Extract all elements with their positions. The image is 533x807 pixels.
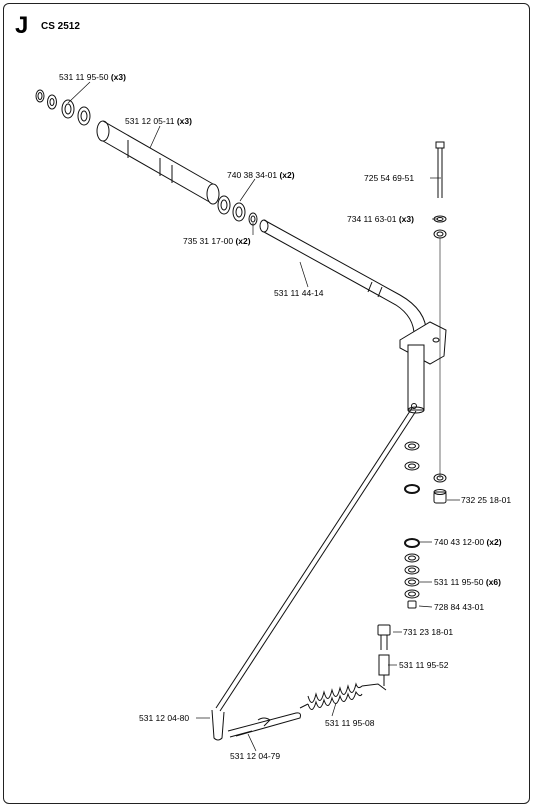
callout-quantity: (x3) <box>396 214 414 224</box>
leader-lines <box>67 81 460 752</box>
vertical-bolt <box>433 141 447 504</box>
callout-label: 740 38 34-01 (x2) <box>227 170 295 180</box>
callout-label: 531 12 04-80 <box>139 713 189 723</box>
callout-label: 735 31 17-00 (x2) <box>183 236 251 246</box>
washer-stack-upper <box>35 89 91 126</box>
callout-part-number: 531 11 95-52 <box>399 660 449 670</box>
callout-label: 531 11 44-14 <box>274 288 324 298</box>
callout-quantity: (x2) <box>484 537 502 547</box>
washer-stack-lower <box>404 441 420 609</box>
callout-part-number: 740 38 34-01 <box>227 170 277 180</box>
callout-part-number: 734 11 63-01 <box>347 214 397 224</box>
callout-quantity: (x3) <box>108 72 126 82</box>
callout-quantity: (x3) <box>174 116 192 126</box>
model-code: CS 2512 <box>41 21 80 32</box>
callout-part-number: 740 43 12-00 <box>434 537 484 547</box>
roller-tube <box>96 120 220 205</box>
bent-shaft <box>259 219 427 341</box>
callout-label: 734 11 63-01 (x3) <box>347 214 414 224</box>
callout-labels: 531 11 95-50 (x3) 531 12 05-11 (x3) 725 … <box>59 72 511 761</box>
callout-label: 531 11 95-50 (x6) <box>434 577 501 587</box>
callout-label: 725 54 69-51 <box>364 173 414 183</box>
callout-part-number: 531 11 95-50 <box>59 72 109 82</box>
lower-bolt <box>377 624 391 686</box>
tension-spring <box>299 682 387 710</box>
callout-label: 731 23 18-01 <box>403 627 453 637</box>
callout-quantity: (x2) <box>233 236 251 246</box>
section-letter: J <box>15 12 29 39</box>
callout-part-number: 731 23 18-01 <box>403 627 453 637</box>
callout-label: 531 11 95-50 (x3) <box>59 72 126 82</box>
lower-hook-lever <box>227 712 301 738</box>
pivot-bracket <box>399 321 447 414</box>
callout-quantity: (x2) <box>277 170 295 180</box>
callout-label: 531 12 04-79 <box>230 751 280 761</box>
callout-part-number: 531 12 04-79 <box>230 751 280 761</box>
diagram-frame <box>3 3 530 804</box>
link-rod <box>211 407 417 741</box>
callout-label: 732 25 18-01 <box>461 495 511 505</box>
callout-label: 728 84 43-01 <box>434 602 484 612</box>
callout-part-number: 531 11 44-14 <box>274 288 324 298</box>
callout-part-number: 531 11 95-08 <box>325 718 375 728</box>
callout-part-number: 531 12 05-11 <box>125 116 175 126</box>
callout-label: 531 11 95-52 <box>399 660 449 670</box>
callout-label: 740 43 12-00 (x2) <box>434 537 502 547</box>
callout-part-number: 735 31 17-00 <box>183 236 233 246</box>
callout-part-number: 531 12 04-80 <box>139 713 189 723</box>
callout-part-number: 732 25 18-01 <box>461 495 511 505</box>
callout-part-number: 531 11 95-50 <box>434 577 484 587</box>
bushing-pair <box>217 195 258 226</box>
callout-part-number: 728 84 43-01 <box>434 602 484 612</box>
callout-quantity: (x6) <box>483 577 501 587</box>
callout-part-number: 725 54 69-51 <box>364 173 414 183</box>
callout-label: 531 12 05-11 (x3) <box>125 116 192 126</box>
callout-label: 531 11 95-08 <box>325 718 375 728</box>
